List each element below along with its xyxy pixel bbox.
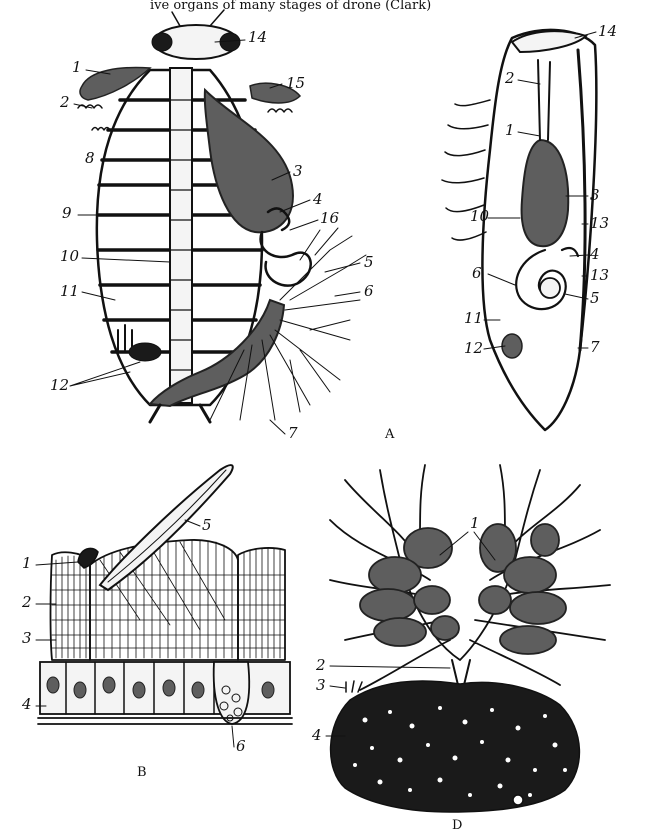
midgut bbox=[205, 90, 293, 232]
label-ar-5: 5 bbox=[590, 289, 600, 307]
ovary-cluster bbox=[129, 343, 161, 361]
label-ar-6: 6 bbox=[472, 264, 482, 282]
label-a-2: 2 bbox=[59, 93, 70, 111]
label-a-12: 12 bbox=[50, 376, 69, 394]
label-a-1: 1 bbox=[72, 58, 82, 76]
label-a-16: 16 bbox=[320, 209, 340, 227]
label-ar-14: 14 bbox=[598, 22, 617, 40]
granular-mass bbox=[331, 681, 580, 812]
basal-cells bbox=[40, 662, 290, 714]
label-b-2: 2 bbox=[21, 593, 32, 611]
basement-membrane bbox=[38, 718, 292, 724]
label-d-3: 3 bbox=[316, 676, 326, 694]
label-ar-7: 7 bbox=[590, 338, 600, 356]
panel-a-label: A bbox=[384, 427, 395, 442]
label-a-8: 8 bbox=[85, 149, 95, 167]
eye-right bbox=[220, 33, 240, 51]
gland-lobules bbox=[360, 524, 566, 654]
label-b-5: 5 bbox=[202, 516, 212, 534]
label-b-4: 4 bbox=[21, 695, 32, 713]
label-a-7: 7 bbox=[288, 424, 298, 442]
panel-d-label: D bbox=[452, 818, 462, 833]
label-a-15: 15 bbox=[286, 74, 305, 92]
label-ar-12: 12 bbox=[464, 339, 483, 357]
label-a-5: 5 bbox=[364, 253, 374, 271]
label-ar-3: 3 bbox=[590, 186, 600, 204]
lateral-foregut bbox=[538, 60, 550, 140]
label-b-6: 6 bbox=[236, 737, 246, 755]
label-a-14: 14 bbox=[248, 28, 267, 46]
label-a-6: 6 bbox=[364, 282, 374, 300]
panel-b-epithelium bbox=[38, 465, 292, 724]
label-ar-10: 10 bbox=[470, 207, 490, 225]
common-duct bbox=[452, 660, 470, 685]
dorsal-vessel bbox=[170, 68, 192, 403]
label-a-3: 3 bbox=[293, 162, 303, 180]
abdominal-tip bbox=[150, 405, 210, 422]
label-ar-11: 11 bbox=[464, 309, 483, 327]
lateral-gut bbox=[522, 140, 569, 246]
eye-left bbox=[152, 33, 172, 51]
label-ar-13b: 13 bbox=[590, 266, 609, 284]
label-d-2: 2 bbox=[315, 656, 326, 674]
label-d-4: 4 bbox=[311, 726, 322, 744]
label-a-11: 11 bbox=[60, 282, 79, 300]
label-ar-1: 1 bbox=[505, 121, 515, 139]
label-a-9: 9 bbox=[62, 204, 72, 222]
striated-block-right bbox=[238, 548, 285, 660]
label-d-1: 1 bbox=[470, 514, 480, 532]
panel-a-lateral-view bbox=[442, 30, 596, 430]
apical-cell bbox=[78, 548, 98, 568]
salivary-gland-left bbox=[80, 68, 150, 100]
label-b-3: 3 bbox=[22, 629, 32, 647]
label-ar-2: 2 bbox=[504, 69, 515, 87]
top-caption: ive organs of many stages of drone (Clar… bbox=[150, 0, 431, 13]
label-a-10: 10 bbox=[60, 247, 80, 265]
label-ar-4: 4 bbox=[589, 245, 600, 263]
label-ar-13a: 13 bbox=[590, 214, 609, 232]
panel-b-label: B bbox=[137, 765, 147, 780]
granule-marker bbox=[513, 795, 523, 805]
label-b-1: 1 bbox=[22, 554, 32, 572]
label-a-4: 4 bbox=[312, 190, 323, 208]
lateral-cyst bbox=[540, 278, 560, 298]
lateral-dorsal-line bbox=[578, 50, 585, 350]
